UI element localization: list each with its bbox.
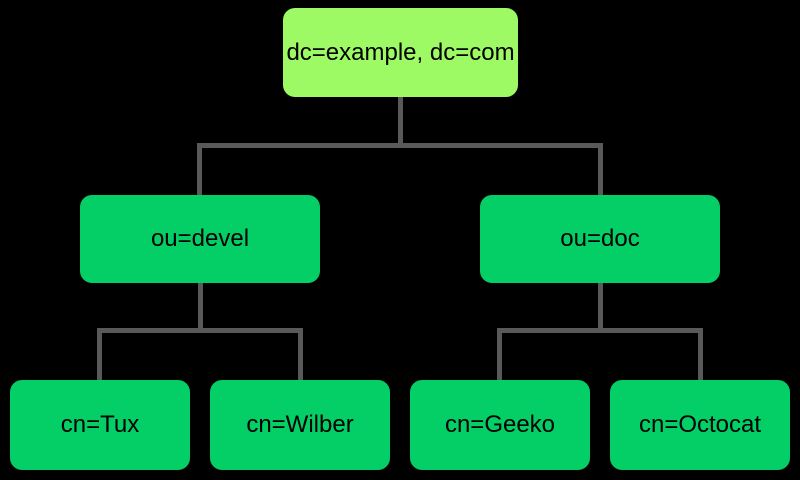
tree-node-ou-doc-label: ou=doc	[560, 225, 640, 252]
tree-node-root-label: dc=example, dc=com	[286, 38, 515, 66]
connector-level1-horizontal	[197, 143, 603, 148]
tree-node-root: dc=example, dc=com	[283, 8, 518, 97]
connector-level1-left-drop	[197, 143, 202, 195]
connector-level1-right-drop	[598, 143, 603, 195]
connector-devel-stem	[198, 283, 203, 333]
connector-root-stem	[398, 97, 403, 148]
tree-node-cn-wilber-label: cn=Wilber	[246, 411, 354, 438]
tree-node-ou-devel-label: ou=devel	[150, 225, 250, 252]
connector-level2-right-horizontal	[497, 328, 703, 333]
connector-octocat-drop	[698, 328, 703, 380]
connector-wilber-drop	[298, 328, 303, 380]
connector-doc-stem	[598, 283, 603, 333]
tree-node-cn-tux-label: cn=Tux	[60, 411, 140, 438]
tree-node-ou-doc: ou=doc	[480, 195, 720, 283]
connector-level2-left-horizontal	[97, 328, 303, 333]
tree-node-ou-devel: ou=devel	[80, 195, 320, 283]
tree-node-cn-octocat-label: cn=Octocat	[638, 411, 762, 438]
connector-geeko-drop	[497, 328, 502, 380]
tree-node-cn-wilber: cn=Wilber	[210, 380, 390, 470]
tree-node-cn-tux: cn=Tux	[10, 380, 190, 470]
tree-node-cn-octocat: cn=Octocat	[610, 380, 790, 470]
tree-node-cn-geeko: cn=Geeko	[410, 380, 590, 470]
connector-tux-drop	[97, 328, 102, 380]
tree-node-cn-geeko-label: cn=Geeko	[444, 411, 556, 438]
